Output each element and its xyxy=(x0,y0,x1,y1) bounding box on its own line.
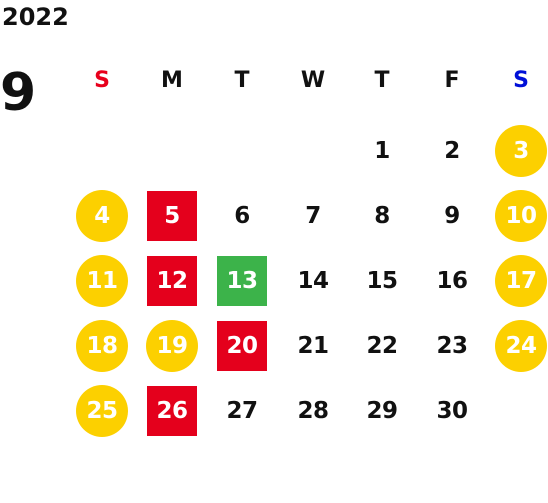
weekend-day-number: 25 xyxy=(76,385,128,437)
weekday-header-tuesday: T xyxy=(234,68,250,93)
highlighted-day-number: 5 xyxy=(147,191,197,241)
day-number: 22 xyxy=(366,333,398,359)
weekend-day-number: 4 xyxy=(76,190,128,242)
day-cell[interactable]: 11 xyxy=(72,253,132,309)
day-number: 9 xyxy=(444,203,460,229)
weekend-day-number: 10 xyxy=(495,190,547,242)
day-cell[interactable]: 25 xyxy=(72,383,132,439)
day-cell[interactable]: 3 xyxy=(491,123,548,179)
weekend-day-number: 24 xyxy=(495,320,547,372)
day-number: 2 xyxy=(444,138,460,164)
day-cell[interactable]: 24 xyxy=(491,318,548,374)
day-cell[interactable]: 29 xyxy=(352,383,412,439)
day-number: 7 xyxy=(305,203,321,229)
weekday-header-friday: F xyxy=(444,68,460,93)
day-number: 29 xyxy=(366,398,398,424)
day-cell[interactable]: 22 xyxy=(352,318,412,374)
day-number: 6 xyxy=(234,203,250,229)
weekend-day-number: 11 xyxy=(76,255,128,307)
day-cell[interactable]: 19 xyxy=(142,318,202,374)
highlighted-day-number: 12 xyxy=(147,256,197,306)
day-cell[interactable]: 12 xyxy=(142,253,202,309)
day-number: 14 xyxy=(297,268,329,294)
day-cell[interactable]: 21 xyxy=(283,318,343,374)
day-cell[interactable]: 15 xyxy=(352,253,412,309)
weekend-day-number: 19 xyxy=(146,320,198,372)
day-cell[interactable]: 9 xyxy=(422,188,482,244)
day-cell[interactable]: 23 xyxy=(422,318,482,374)
day-cell[interactable]: 5 xyxy=(142,188,202,244)
weekday-header-monday: M xyxy=(161,68,183,93)
day-cell[interactable]: 13 xyxy=(212,253,272,309)
day-number: 15 xyxy=(366,268,398,294)
highlighted-day-number: 20 xyxy=(217,321,267,371)
weekday-header-saturday: S xyxy=(513,68,529,93)
day-cell[interactable]: 28 xyxy=(283,383,343,439)
weekday-header-wednesday: W xyxy=(300,68,326,93)
day-cell[interactable]: 2 xyxy=(422,123,482,179)
day-cell[interactable]: 16 xyxy=(422,253,482,309)
day-cell[interactable]: 30 xyxy=(422,383,482,439)
day-number: 30 xyxy=(436,398,468,424)
day-cell[interactable]: 27 xyxy=(212,383,272,439)
day-number: 23 xyxy=(436,333,468,359)
day-cell[interactable]: 4 xyxy=(72,188,132,244)
weekday-header-thursday: T xyxy=(374,68,390,93)
weekend-day-number: 17 xyxy=(495,255,547,307)
weekend-day-number: 18 xyxy=(76,320,128,372)
day-cell[interactable]: 17 xyxy=(491,253,548,309)
weekday-header-sunday: S xyxy=(94,68,110,93)
day-number: 27 xyxy=(226,398,258,424)
day-number: 8 xyxy=(374,203,390,229)
year-label: 2022 xyxy=(2,3,69,31)
day-cell[interactable]: 10 xyxy=(491,188,548,244)
month-number: 9 xyxy=(0,63,37,123)
day-number: 1 xyxy=(374,138,390,164)
day-cell[interactable]: 20 xyxy=(212,318,272,374)
day-cell[interactable]: 8 xyxy=(352,188,412,244)
day-cell[interactable]: 18 xyxy=(72,318,132,374)
day-cell[interactable]: 1 xyxy=(352,123,412,179)
day-cell[interactable]: 6 xyxy=(212,188,272,244)
day-cell[interactable]: 14 xyxy=(283,253,343,309)
day-cell[interactable]: 7 xyxy=(283,188,343,244)
day-number: 16 xyxy=(436,268,468,294)
day-cell[interactable]: 26 xyxy=(142,383,202,439)
day-number: 28 xyxy=(297,398,329,424)
weekend-day-number: 3 xyxy=(495,125,547,177)
special-day-number: 13 xyxy=(217,256,267,306)
day-number: 21 xyxy=(297,333,329,359)
highlighted-day-number: 26 xyxy=(147,386,197,436)
